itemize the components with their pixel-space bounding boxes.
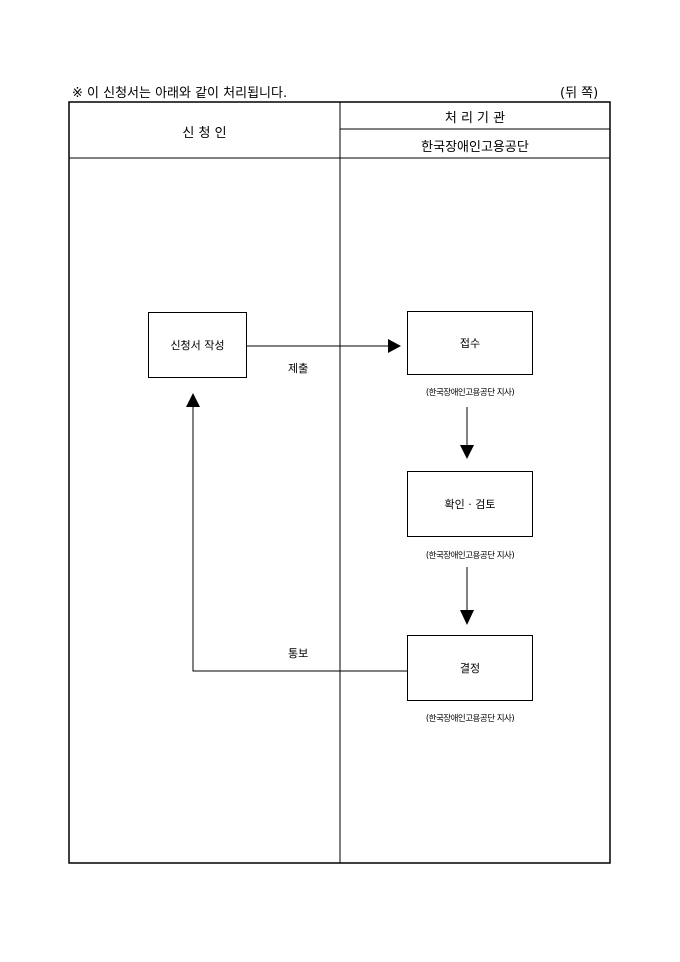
submit-label: 제출 xyxy=(288,362,309,375)
notify-label: 통보 xyxy=(288,647,309,660)
applicant-header: 신 청 인 xyxy=(182,126,227,141)
decision-box: 결정 xyxy=(407,635,533,701)
receive-box: 접수 xyxy=(407,311,533,375)
decision-caption: (한국장애인고용공단 지사) xyxy=(425,714,515,724)
notify-arrow xyxy=(186,393,407,672)
write-application-box: 신청서 작성 xyxy=(148,312,247,378)
review-box: 확인 · 검토 xyxy=(407,471,533,537)
receive-caption: (한국장애인고용공단 지사) xyxy=(425,388,515,398)
processor-org: 한국장애인고용공단 xyxy=(421,140,529,155)
process-note: ※ 이 신청서는 아래와 같이 처리됩니다. xyxy=(72,86,288,101)
processor-header: 처 리 기 관 xyxy=(444,111,506,126)
review-caption: (한국장애인고용공단 지사) xyxy=(425,551,515,561)
submit-arrow xyxy=(247,339,401,353)
down-arrow-2 xyxy=(460,567,474,625)
down-arrow-1 xyxy=(460,407,474,459)
page-side-label: (뒤 쪽) xyxy=(560,86,599,101)
